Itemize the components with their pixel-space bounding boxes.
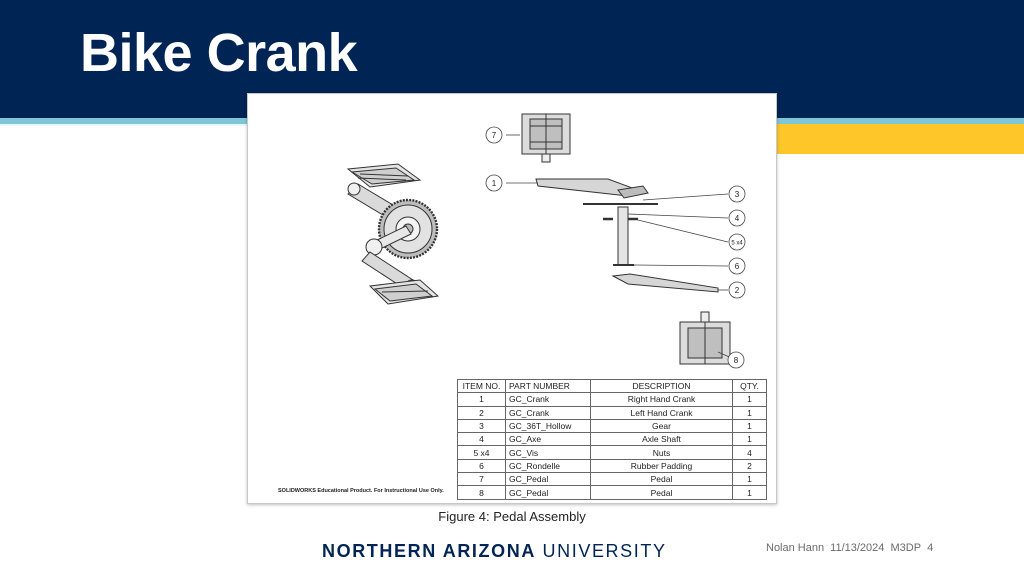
footer-course: M3DP — [890, 542, 922, 554]
bill-of-materials-table: ITEM NO. PART NUMBER DESCRIPTION QTY. 1 … — [457, 378, 767, 500]
footer-author: Nolan Hann — [766, 542, 825, 554]
svg-text:2: 2 — [735, 286, 740, 295]
table-cell: GC_Vis — [505, 445, 591, 460]
table-row: 2 GC_Crank Left Hand Crank 1 — [457, 405, 767, 420]
page-number: 4 — [927, 542, 934, 554]
balloon-6: 6 — [728, 257, 746, 275]
table-cell: 1 — [732, 392, 767, 407]
table-cell: 1 — [732, 485, 767, 500]
column-header: PART NUMBER — [505, 378, 591, 394]
table-cell: Nuts — [590, 445, 733, 460]
solidworks-notice: SOLIDWORKS Educational Product. For Inst… — [278, 488, 444, 494]
table-cell: 5 x4 — [457, 445, 506, 460]
table-header-row: ITEM NO. PART NUMBER DESCRIPTION QTY. — [457, 378, 767, 394]
table-cell: 1 — [457, 392, 506, 407]
svg-text:5 x4: 5 x4 — [731, 241, 743, 247]
table-cell: 1 — [732, 405, 767, 420]
balloon-3: 3 — [728, 185, 746, 203]
table-row: 8 GC_Pedal Pedal 1 — [457, 485, 767, 500]
exploded-view-drawing: 7 1 3 4 5 x4 6 — [346, 113, 746, 369]
table-cell: GC_36T_Hollow — [505, 418, 591, 434]
table-cell: 6 — [457, 458, 506, 474]
balloon-4: 4 — [728, 209, 746, 227]
part-balloons: 7 1 3 4 5 x4 6 — [485, 126, 746, 369]
pedal-assembly-figure: 7 1 3 4 5 x4 6 — [247, 93, 777, 504]
table-cell: 7 — [457, 472, 506, 487]
university-name-light: UNIVERSITY — [542, 541, 667, 561]
balloon-2: 2 — [728, 281, 746, 299]
table-cell: Left Hand Crank — [590, 405, 733, 420]
table-cell: GC_Rondelle — [505, 458, 591, 474]
table-row: 4 GC_Axe Axle Shaft 1 — [457, 432, 767, 447]
university-logo: NORTHERN ARIZONA UNIVERSITY — [322, 541, 667, 562]
svg-text:3: 3 — [735, 190, 740, 199]
table-row: 7 GC_Pedal Pedal 1 — [457, 472, 767, 487]
svg-text:1: 1 — [492, 179, 497, 188]
table-cell: 3 — [457, 418, 506, 434]
table-row: 5 x4 GC_Vis Nuts 4 — [457, 445, 767, 460]
table-cell: 4 — [732, 445, 767, 460]
balloon-5: 5 x4 — [728, 233, 746, 251]
column-header: ITEM NO. — [457, 378, 506, 394]
table-cell: Gear — [590, 418, 733, 434]
column-header: QTY. — [732, 378, 767, 394]
assembly-illustration — [346, 163, 440, 305]
table-cell: 8 — [457, 485, 506, 500]
table-cell: Pedal — [590, 485, 733, 500]
column-header: DESCRIPTION — [590, 378, 733, 394]
figure-caption: Figure 4: Pedal Assembly — [438, 509, 586, 524]
table-cell: GC_Pedal — [505, 472, 591, 487]
table-cell: GC_Pedal — [505, 485, 591, 500]
footer-date: 11/13/2024 — [830, 542, 885, 554]
table-cell: GC_Axe — [505, 432, 591, 447]
exploded-parts — [521, 113, 731, 365]
slide-title: Bike Crank — [80, 23, 358, 83]
svg-text:4: 4 — [735, 214, 740, 223]
table-cell: Rubber Padding — [590, 458, 733, 474]
balloon-1: 1 — [485, 174, 503, 192]
table-cell: Right Hand Crank — [590, 392, 733, 407]
svg-text:6: 6 — [735, 262, 740, 271]
footer-info: Nolan Hann 11/13/2024 M3DP 4 — [766, 542, 936, 554]
balloon-7: 7 — [485, 126, 503, 144]
svg-text:8: 8 — [734, 356, 739, 365]
table-row: 3 GC_36T_Hollow Gear 1 — [457, 418, 767, 434]
table-cell: GC_Crank — [505, 405, 591, 420]
table-cell: 1 — [732, 432, 767, 447]
table-cell: Pedal — [590, 472, 733, 487]
table-cell: 2 — [457, 405, 506, 420]
table-row: 6 GC_Rondelle Rubber Padding 2 — [457, 458, 767, 474]
svg-text:7: 7 — [492, 131, 497, 140]
table-cell: GC_Crank — [505, 392, 591, 407]
table-row: 1 GC_Crank Right Hand Crank 1 — [457, 392, 767, 407]
table-cell: 1 — [732, 418, 767, 434]
university-name-bold: NORTHERN ARIZONA — [322, 541, 536, 561]
table-cell: Axle Shaft — [590, 432, 733, 447]
balloon-8: 8 — [727, 351, 745, 369]
table-cell: 1 — [732, 472, 767, 487]
table-cell: 4 — [457, 432, 506, 447]
table-cell: 2 — [732, 458, 767, 474]
